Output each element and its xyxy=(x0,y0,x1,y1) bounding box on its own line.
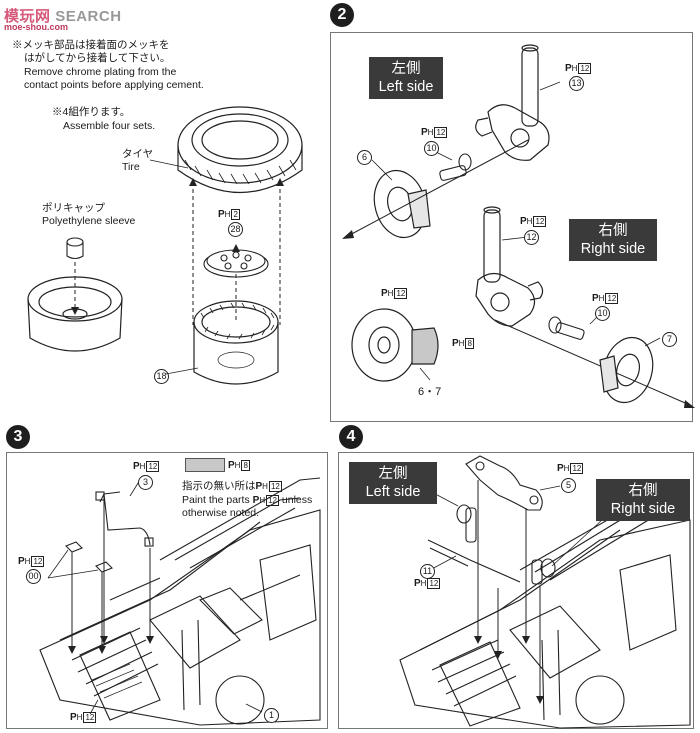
brake-disc-right-drawing xyxy=(599,336,654,404)
watermark-url: moe-shou.com xyxy=(4,22,69,32)
part-number-3: 3 xyxy=(138,475,153,490)
right-side-en: Right side xyxy=(580,241,646,257)
brake-line-part-drawing xyxy=(95,491,154,547)
step4-right-side-label: 右側 Right side xyxy=(596,479,690,521)
step4-left-side-label: 左側 Left side xyxy=(349,462,437,504)
part-number-5: 5 xyxy=(561,478,576,493)
step-number-2: 2 xyxy=(330,3,354,27)
link-parts-drawing xyxy=(427,504,556,585)
four-sets-en: Assemble four sets. xyxy=(63,120,156,132)
suspension-mount-drawing xyxy=(465,455,543,511)
part-number-12: 12 xyxy=(524,230,539,245)
part-number-7: 7 xyxy=(662,332,677,347)
sleeve-label-jp: ポリキャップ xyxy=(42,202,105,214)
wheel-drawing xyxy=(193,300,279,385)
step-number-3: 3 xyxy=(6,425,30,449)
part-number-18: 18 xyxy=(154,369,169,384)
tire-drawing xyxy=(177,106,303,194)
brake-disc-left-drawing xyxy=(373,169,431,239)
chrome-note-jp-2: はがしてから接着して下さい。 xyxy=(24,52,171,64)
axle-pin-left-drawing xyxy=(439,153,472,181)
four-sets-jp: ※4組作ります。 xyxy=(52,106,131,118)
tire-label-en: Tire xyxy=(122,161,140,173)
disc-caliper-drawing xyxy=(351,308,439,382)
hub-cap-drawing xyxy=(203,249,269,278)
part-number-1: 1 xyxy=(264,708,279,723)
chrome-note-en-1: Remove chrome plating from the xyxy=(24,66,177,78)
inner-wheel-drawing xyxy=(27,276,123,352)
chassis-step4-drawing xyxy=(399,487,691,729)
paint-color-swatch xyxy=(185,458,225,472)
left-side-label: 左側 Left side xyxy=(369,57,443,99)
disc-part-label: 6・7 xyxy=(418,386,442,398)
step-number-4: 4 xyxy=(339,425,363,449)
left-side-jp: 左側 xyxy=(391,61,421,77)
hatching-step3 xyxy=(91,663,143,699)
right-side-label: 右側 Right side xyxy=(569,219,657,261)
watermark: 模玩网 SEARCH xyxy=(4,8,122,25)
chrome-note-jp-1: ※メッキ部品は接着面のメッキを xyxy=(12,39,170,51)
left-side-en: Left side xyxy=(378,79,434,95)
small-blocks-drawing xyxy=(65,541,113,573)
part-number-00: 00 xyxy=(26,569,41,584)
part-number-10-right: 10 xyxy=(595,306,610,321)
step4-right-side-jp: 右側 xyxy=(628,483,658,499)
upright-left-drawing xyxy=(475,44,550,161)
step3-panel xyxy=(6,452,328,729)
paint-note-en-3: otherwise noted. xyxy=(182,507,260,519)
step4-left-side-jp: 左側 xyxy=(378,466,408,482)
chrome-note-en-2: contact points before applying cement. xyxy=(24,79,204,91)
axle-pin-right-drawing xyxy=(548,316,585,340)
right-side-jp: 右側 xyxy=(598,223,628,239)
part-number-10-left: 10 xyxy=(424,141,439,156)
step4-right-side-en: Right side xyxy=(610,501,676,517)
tire-label-jp: タイヤ xyxy=(122,148,154,160)
part-number-6: 6 xyxy=(357,150,372,165)
part-number-13: 13 xyxy=(569,76,584,91)
step4-left-side-en: Left side xyxy=(365,484,421,500)
chassis-step3-drawing xyxy=(39,477,321,726)
polycap-drawing xyxy=(66,237,84,260)
sleeve-label-en: Polyethylene sleeve xyxy=(42,215,136,227)
part-number-28: 28 xyxy=(228,222,243,237)
upright-right-drawing xyxy=(475,206,544,327)
part-number-11: 11 xyxy=(420,564,435,579)
